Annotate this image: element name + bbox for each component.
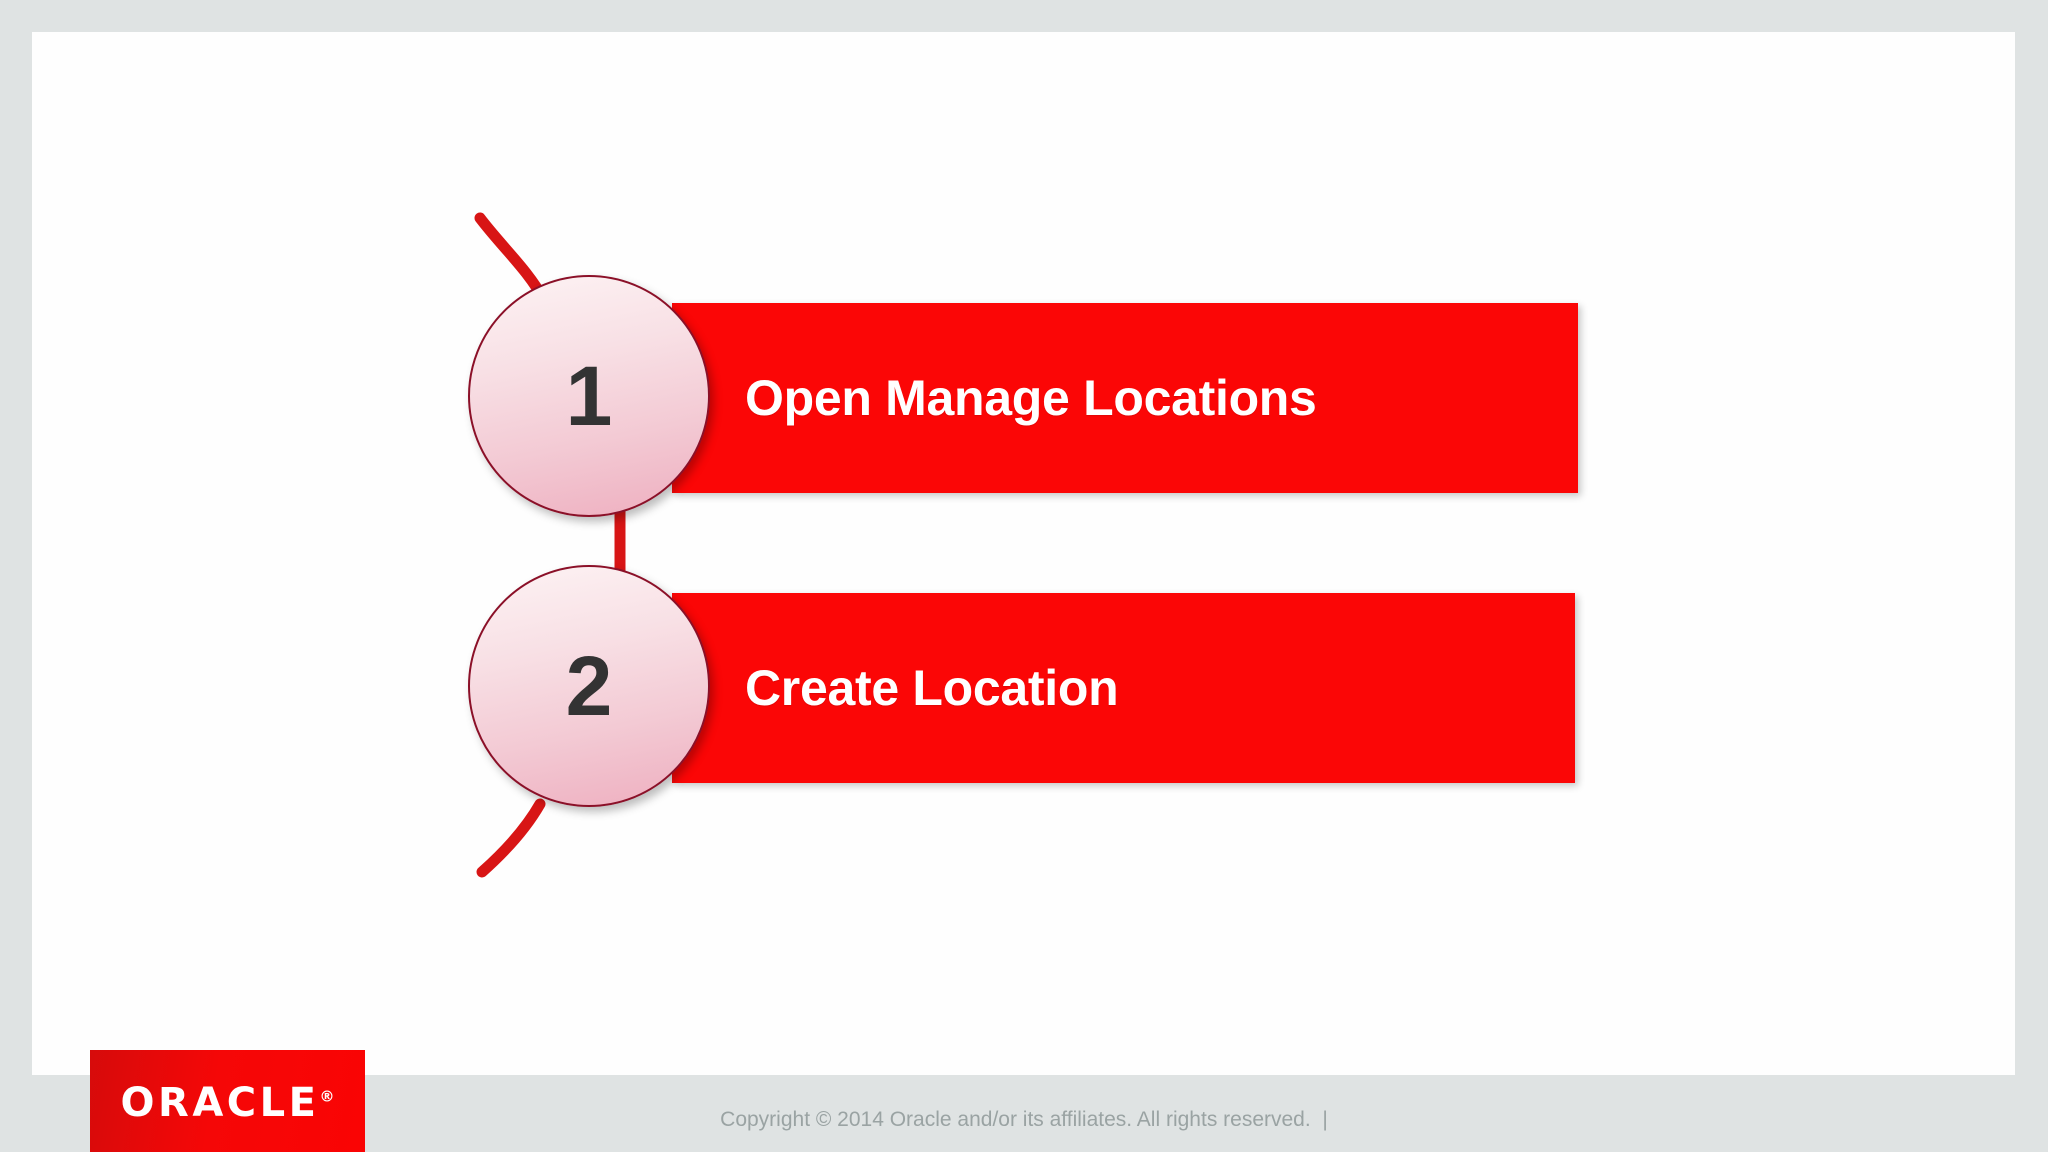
step-label-2: Create Location	[745, 660, 1119, 716]
step-number-1: 1	[565, 349, 613, 443]
step-circle-2[interactable]: 2	[468, 565, 710, 807]
registered-trademark-icon: ®	[319, 1087, 335, 1106]
oracle-logo: ORACLE®	[90, 1050, 365, 1152]
step-banner-1[interactable]: Open Manage Locations	[672, 303, 1578, 493]
step-banner-2[interactable]: Create Location	[672, 593, 1575, 783]
step-label-1: Open Manage Locations	[745, 370, 1317, 426]
oracle-wordmark-text: ORACLE	[120, 1080, 320, 1126]
step-circle-1[interactable]: 1	[468, 275, 710, 517]
slide-canvas: Open Manage Locations 1 Create Location …	[32, 32, 2015, 1075]
connector-line	[474, 212, 626, 878]
oracle-wordmark: ORACLE®	[121, 1080, 335, 1126]
step-number-2: 2	[565, 639, 613, 733]
copyright-text: Copyright © 2014 Oracle and/or its affil…	[720, 1108, 1328, 1131]
